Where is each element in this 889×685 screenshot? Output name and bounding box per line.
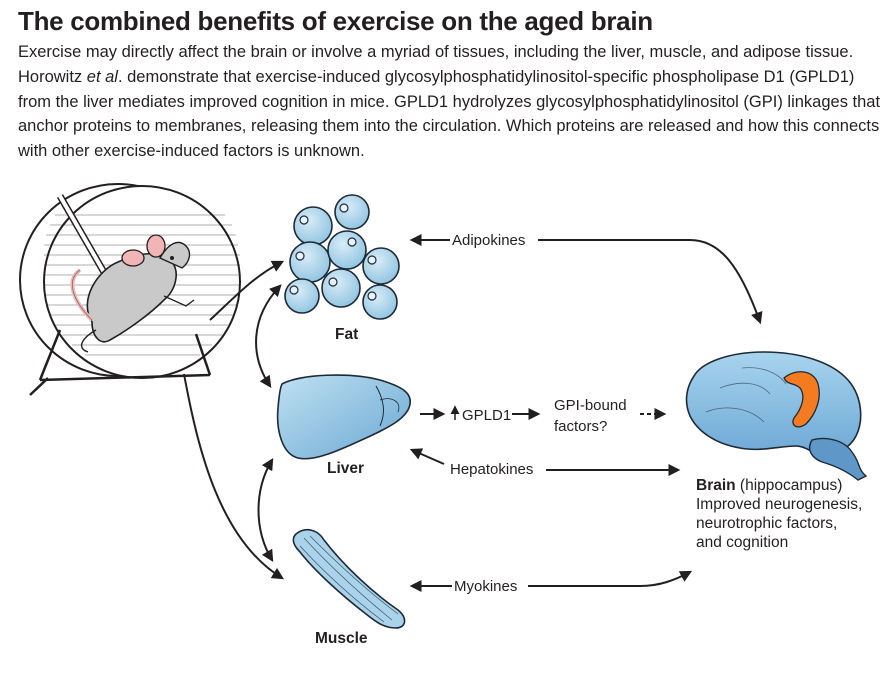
fat-cells-illustration (284, 194, 400, 320)
brain-effect-3: and cognition (696, 534, 789, 551)
brain-description: Brain (hippocampus) Improved neurogenesi… (696, 476, 886, 552)
muscle-label: Muscle (315, 630, 368, 647)
gpi-bound-label: GPI-bound (554, 397, 627, 414)
brain-title: Brain (hippocampus) (696, 476, 886, 495)
exercise-to-muscle-arrow (183, 373, 285, 580)
caption-text-2: . demonstrate that exercise-induced glyc… (18, 67, 881, 161)
hippocampus-region (783, 371, 820, 428)
adipokines-label: Adipokines (452, 232, 525, 249)
liver-muscle-arrow (257, 457, 274, 563)
liver-label: Liver (327, 460, 364, 477)
brain-illustration (685, 351, 868, 481)
exercise-wheel-illustration (19, 183, 241, 396)
gpld1-label: GPLD1 (462, 407, 511, 424)
hepatokines-left-arrow (409, 448, 445, 465)
fat-label: Fat (335, 326, 358, 343)
muscle-illustration (292, 528, 406, 629)
brain-effect-2: neurotrophic factors, (696, 515, 838, 532)
brain-region: (hippocampus) (735, 477, 843, 494)
caption-italic: et al (86, 67, 118, 86)
figure-caption: Exercise may directly affect the brain o… (18, 40, 882, 164)
fat-liver-arrow (255, 284, 282, 388)
brain-effect-1: Improved neurogenesis, (696, 496, 863, 513)
exercise-to-fat-arrow (209, 260, 285, 321)
brain-name: Brain (696, 477, 736, 494)
figure-title: The combined benefits of exercise on the… (18, 6, 653, 36)
myokines-label: Myokines (454, 578, 517, 595)
caption-text-1: Exercise may directly affect the brain o… (18, 43, 854, 86)
myokines-to-brain-arrow (528, 570, 693, 587)
adipokines-to-brain-arrow (538, 239, 763, 325)
liver-illustration (276, 374, 411, 460)
gpi-factors-label: factors? (554, 418, 607, 435)
hepatokines-label: Hepatokines (450, 461, 533, 478)
